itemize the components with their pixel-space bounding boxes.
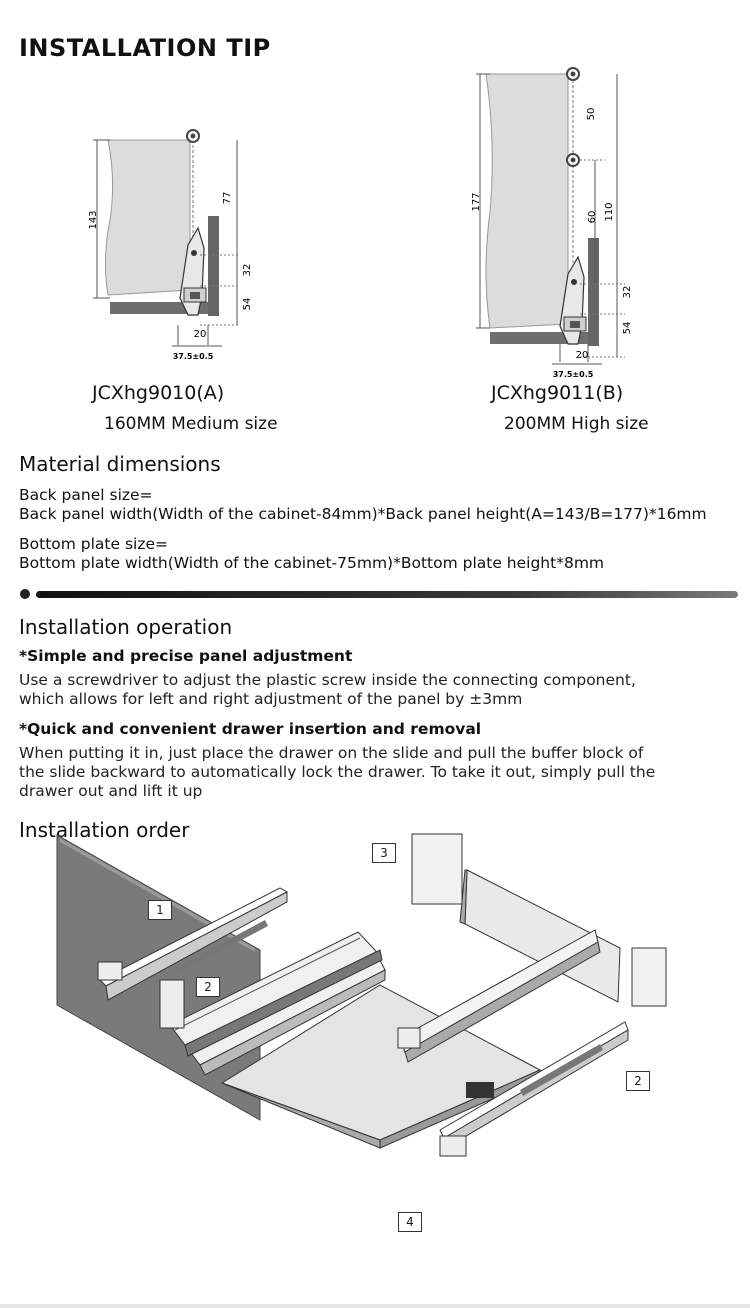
dim-b-width: 37.5±0.5 [553, 370, 594, 379]
dim-a-width: 37.5±0.5 [173, 352, 214, 361]
dim-b-upper: 110 [604, 202, 615, 221]
dim-b-sixty: 60 [587, 211, 598, 224]
profile-diagram-b: 177 50 60 110 32 54 20 37.5±0.5 [471, 67, 633, 379]
dim-a-height: 143 [88, 210, 99, 229]
divider-dot [20, 589, 30, 599]
profile-diagram-a: 143 77 32 54 20 37.5±0.5 [88, 129, 253, 361]
callout-3: 3 [372, 843, 396, 863]
dim-a-small: 20 [194, 329, 207, 340]
callout-4: 4 [398, 1212, 422, 1232]
back-panel-label: Back panel size= [19, 486, 153, 504]
model-b-label: JCXhg9011(B) [491, 382, 624, 404]
dim-b-lower: 54 [622, 322, 633, 335]
operation-item2-line2: the slide backward to automatically lock… [19, 763, 656, 781]
model-a-label: JCXhg9010(A) [92, 382, 225, 404]
model-a-size: 160MM Medium size [104, 414, 278, 434]
bottom-plate-label: Bottom plate size= [19, 535, 169, 553]
dim-b-small: 20 [576, 350, 589, 361]
operation-item2-title: *Quick and convenient drawer insertion a… [19, 720, 482, 738]
operation-item1-line1: Use a screwdriver to adjust the plastic … [19, 671, 636, 689]
dim-a-lower: 54 [242, 298, 253, 311]
dim-a-upper: 77 [222, 192, 233, 205]
exploded-drawer-diagram [56, 833, 667, 1157]
dim-b-mid: 32 [622, 286, 633, 299]
bottom-plate-formula: Bottom plate width(Width of the cabinet-… [19, 554, 605, 572]
dim-b-height: 177 [471, 192, 482, 211]
operation-item1-title: *Simple and precise panel adjustment [19, 647, 353, 665]
callout-2b: 2 [626, 1071, 650, 1091]
operation-item2-line3: drawer out and lift it up [19, 782, 203, 800]
section-divider [36, 591, 738, 598]
callout-1: 1 [148, 900, 172, 920]
operation-item1-line2: which allows for left and right adjustme… [19, 690, 523, 708]
dim-b-top: 50 [586, 108, 597, 121]
operation-item2-line1: When putting it in, just place the drawe… [19, 744, 644, 762]
model-b-size: 200MM High size [504, 414, 649, 434]
order-heading: Installation order [19, 818, 190, 842]
dim-a-mid: 32 [242, 264, 253, 277]
page-title: INSTALLATION TIP [19, 34, 271, 62]
operation-heading: Installation operation [19, 615, 233, 639]
bottom-border [0, 1304, 750, 1308]
back-panel-formula: Back panel width(Width of the cabinet-84… [19, 505, 707, 523]
material-heading: Material dimensions [19, 452, 221, 476]
callout-2a: 2 [196, 977, 220, 997]
